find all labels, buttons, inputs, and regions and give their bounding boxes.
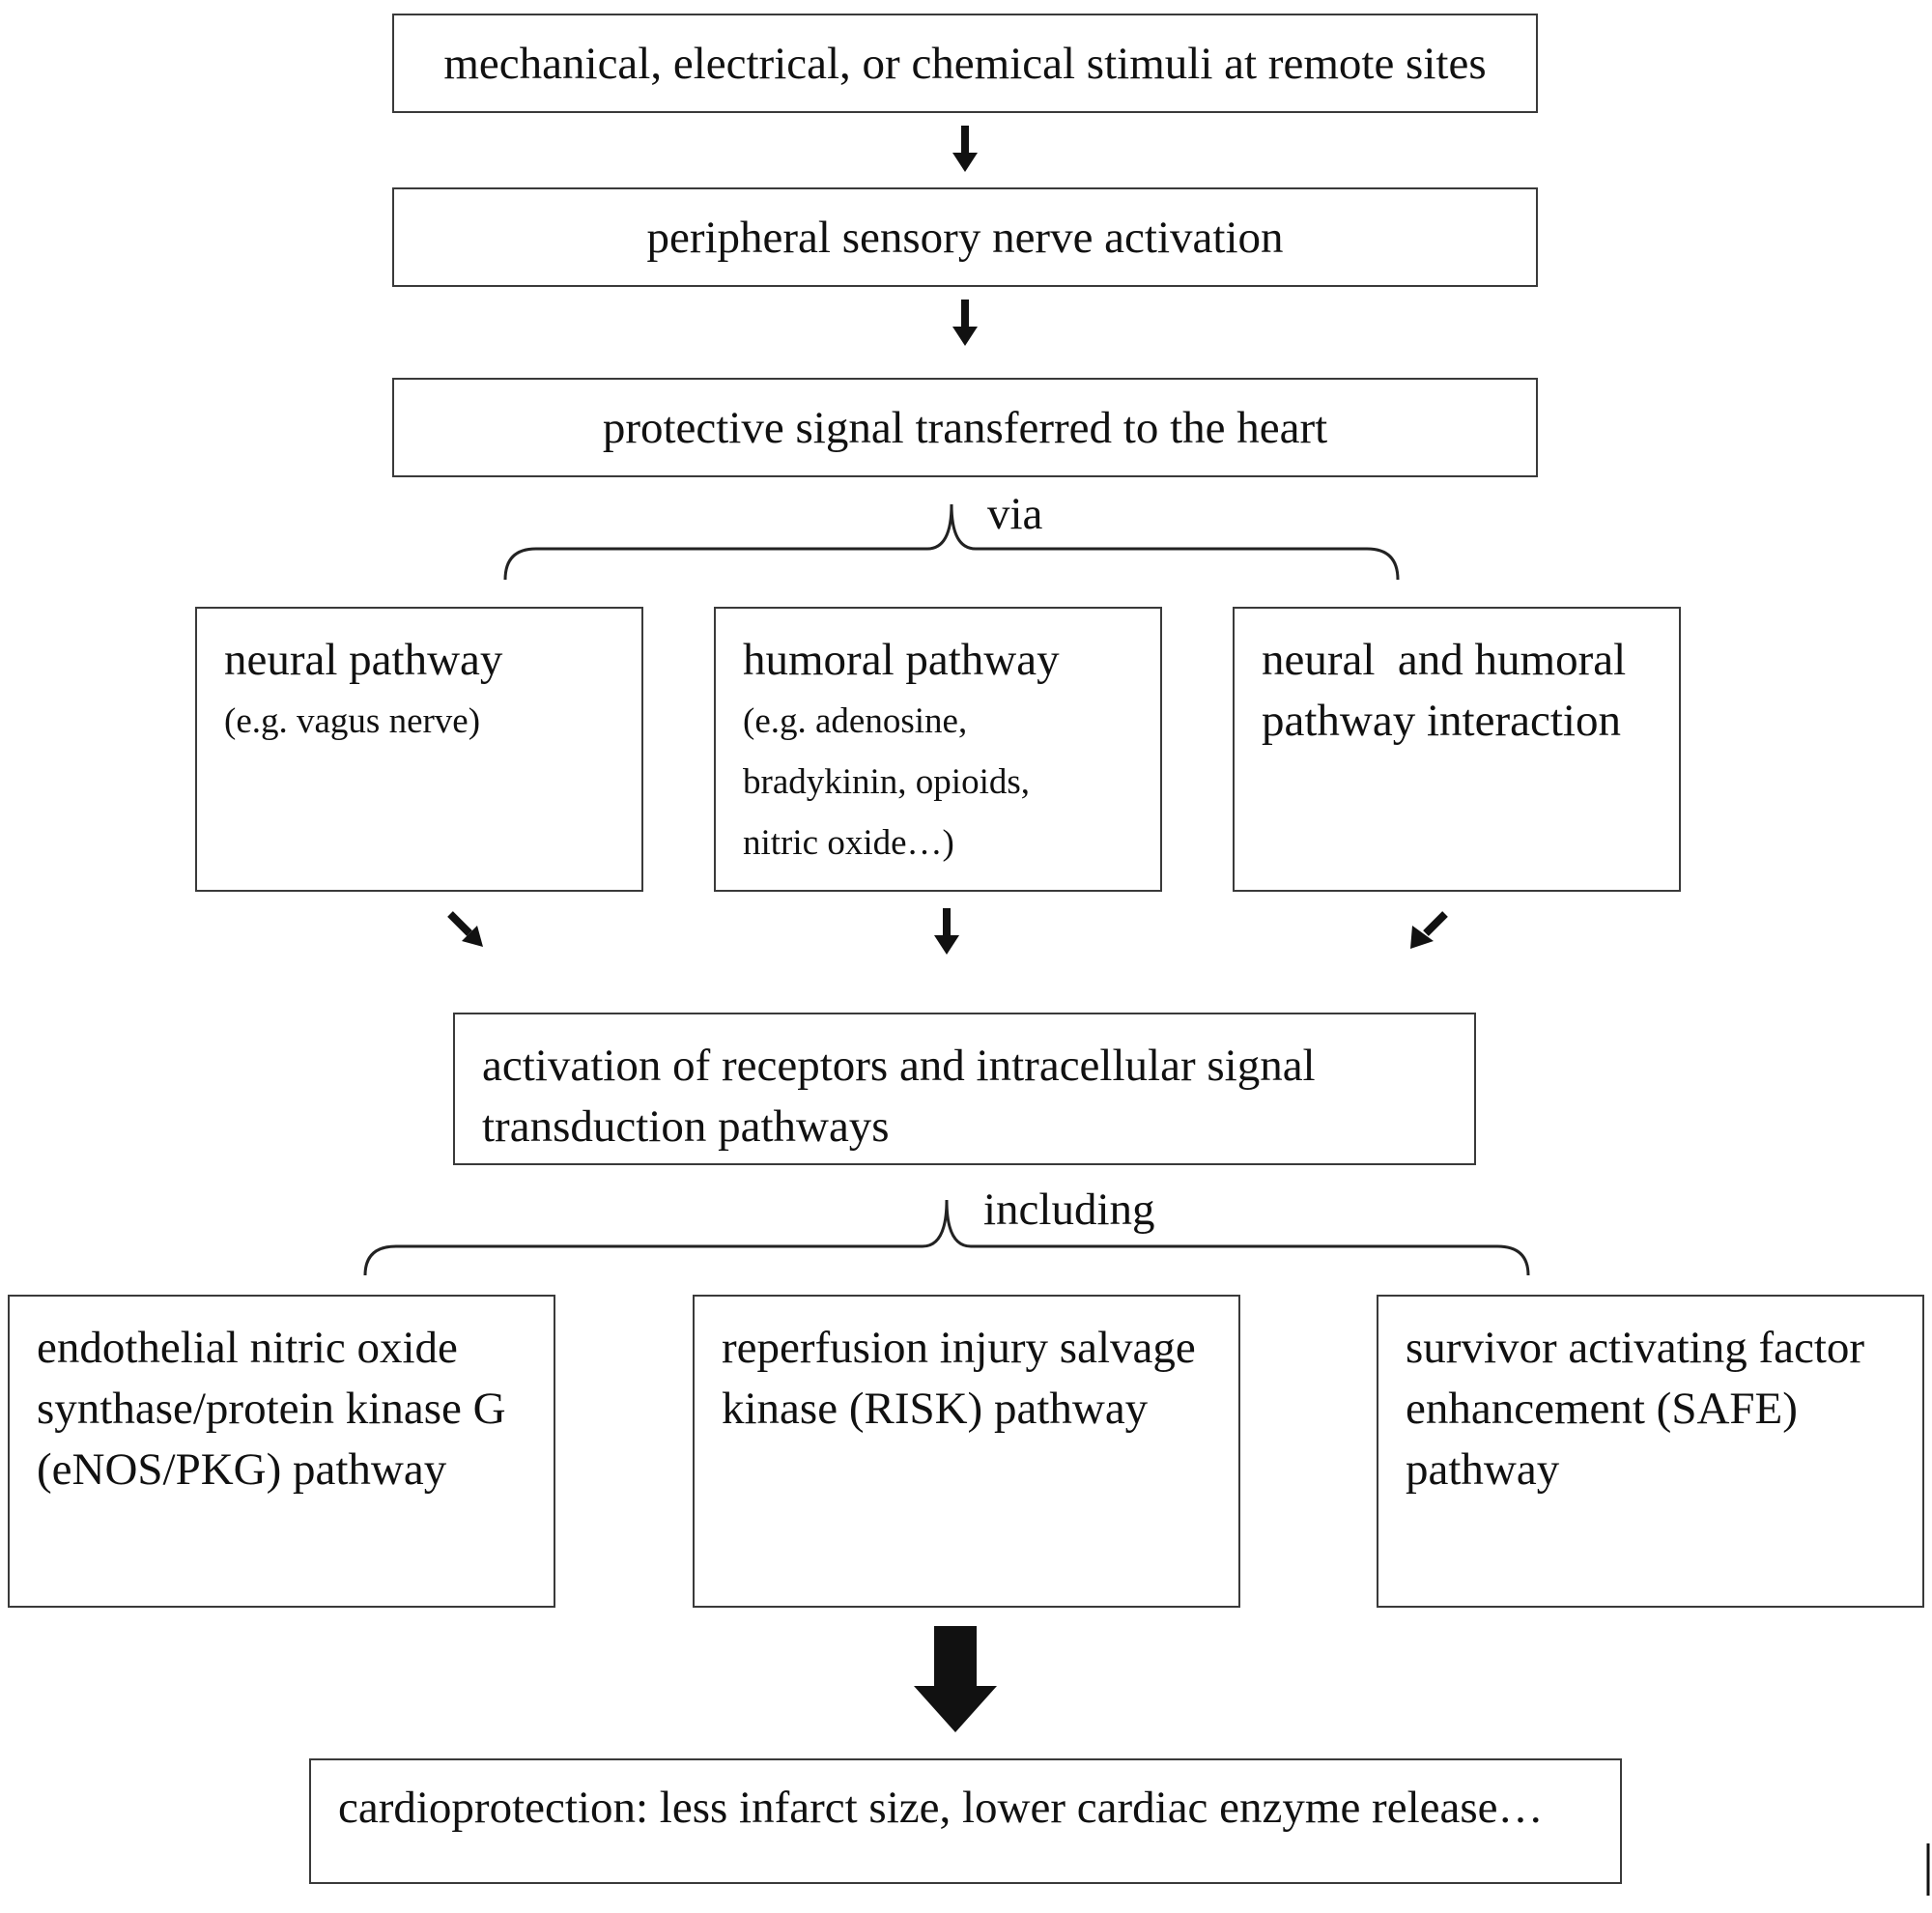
box-receptor-activation: activation of receptors and intracellula… <box>453 1013 1476 1165</box>
risk-line: kinase (RISK) pathway <box>722 1384 1149 1434</box>
box-risk-pathway: reperfusion injury salvage kinase (RISK)… <box>693 1295 1240 1608</box>
risk-line: reperfusion injury salvage <box>722 1323 1196 1373</box>
box-sensory-activation: peripheral sensory nerve activation <box>392 187 1538 287</box>
safe-line: survivor activating factor <box>1406 1323 1865 1373</box>
box-humoral-pathway: humoral pathway (e.g. adenosine, bradyki… <box>714 607 1162 892</box>
arrow-diagonal-right <box>1410 911 1448 949</box>
outcome-text: cardioprotection: less infarct size, low… <box>338 1783 1544 1833</box>
activation-line: activation of receptors and intracellula… <box>482 1041 1316 1091</box>
safe-line: enhancement (SAFE) <box>1406 1384 1798 1434</box>
humoral-title: humoral pathway <box>743 635 1060 685</box>
enos-line: endothelial nitric oxide <box>37 1323 458 1373</box>
box-pathway-interaction: neural and humoral pathway interaction <box>1233 607 1681 892</box>
humoral-example-line: bradykinin, opioids, <box>743 762 1031 802</box>
including-label: including <box>983 1185 1155 1235</box>
arrow-down-2 <box>952 300 978 346</box>
enos-line: synthase/protein kinase G <box>37 1384 506 1434</box>
arrow-big-down <box>914 1626 997 1732</box>
box-protective-signal: protective signal transferred to the hea… <box>392 378 1538 477</box>
box-neural-pathway: neural pathway (e.g. vagus nerve) <box>195 607 643 892</box>
via-label: via <box>987 489 1043 539</box>
box-enos-pkg-pathway: endothelial nitric oxide synthase/protei… <box>8 1295 555 1608</box>
activation-line: transduction pathways <box>482 1101 890 1152</box>
neural-title: neural pathway <box>224 635 503 685</box>
brace-via <box>503 503 1400 581</box>
signal-text: protective signal transferred to the hea… <box>602 402 1328 453</box>
arrow-down-middle <box>934 908 959 955</box>
stimuli-text: mechanical, electrical, or chemical stim… <box>443 38 1487 89</box>
interaction-line: neural and humoral <box>1262 635 1627 685</box>
box-cardioprotection: cardioprotection: less infarct size, low… <box>309 1758 1622 1884</box>
box-stimuli: mechanical, electrical, or chemical stim… <box>392 14 1538 113</box>
sensory-text: peripheral sensory nerve activation <box>646 212 1284 263</box>
safe-line: pathway <box>1406 1444 1560 1495</box>
brace-including <box>363 1199 1530 1276</box>
enos-line: (eNOS/PKG) pathway <box>37 1444 447 1495</box>
arrow-down-1 <box>952 126 978 172</box>
interaction-line: pathway interaction <box>1262 696 1621 746</box>
humoral-example-line: (e.g. adenosine, <box>743 701 968 741</box>
arrow-diagonal-left <box>447 911 483 947</box>
box-safe-pathway: survivor activating factor enhancement (… <box>1377 1295 1924 1608</box>
humoral-example-line: nitric oxide…) <box>743 823 954 863</box>
neural-example: (e.g. vagus nerve) <box>224 701 481 741</box>
